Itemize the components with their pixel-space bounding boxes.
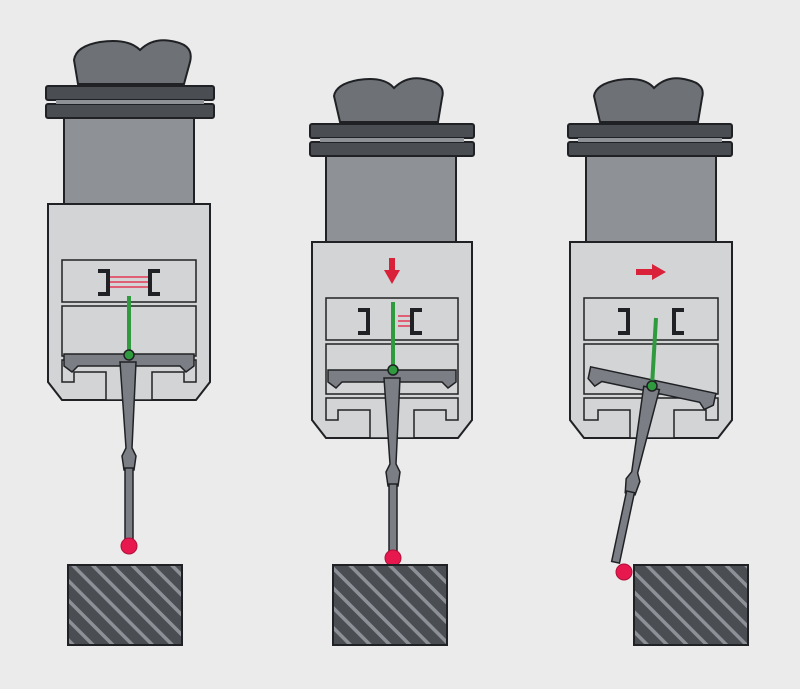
collar-ring: [567, 141, 733, 157]
workpiece: [332, 564, 448, 646]
collar-band: [320, 138, 464, 142]
contact-bracket-left: [98, 269, 110, 296]
collar-ring: [45, 85, 215, 101]
collar-ring: [567, 123, 733, 139]
pivot-joint: [123, 349, 135, 361]
pivot-joint: [387, 364, 399, 376]
probe-neck: [325, 155, 457, 243]
signal-lines: [110, 276, 148, 288]
workpiece: [67, 564, 183, 646]
workpiece: [633, 564, 749, 646]
stylus-shaft: [383, 377, 401, 487]
stylus-tip-rod: [610, 490, 636, 564]
collar-ring: [309, 123, 475, 139]
contact-bracket-right: [148, 269, 160, 296]
probe-panel-rest: [45, 39, 215, 646]
probe-panel-vertical: [309, 77, 475, 646]
collar-ring: [45, 103, 215, 119]
pivot-joint: [646, 380, 658, 392]
collar-band: [56, 100, 204, 104]
arrow-right-icon: [636, 264, 666, 280]
probe-panel-lateral: [567, 77, 749, 646]
pivot-arm: [650, 317, 658, 387]
contact-bracket-right: [410, 308, 422, 335]
probe-cap: [592, 77, 704, 123]
switch-window: [583, 297, 719, 341]
contact-bracket-left: [358, 308, 370, 335]
contact-bracket-left: [618, 308, 630, 335]
contact-bracket-right: [672, 308, 684, 335]
contact-ball-icon: [615, 563, 633, 581]
probe-cap: [72, 39, 192, 85]
probe-cap: [332, 77, 444, 123]
probe-neck: [585, 155, 717, 243]
stylus-shaft: [624, 385, 661, 496]
contact-ball-icon: [384, 549, 402, 567]
arrow-down-icon: [384, 258, 400, 284]
collar-band: [578, 138, 722, 142]
stylus-tip-rod: [388, 483, 398, 557]
switch-window: [61, 259, 197, 303]
collar-ring: [309, 141, 475, 157]
probe-neck: [63, 117, 195, 205]
stylus-tip-rod: [124, 467, 134, 541]
stylus-shaft: [119, 361, 137, 471]
signal-lines: [398, 315, 410, 327]
contact-ball-icon: [120, 537, 138, 555]
